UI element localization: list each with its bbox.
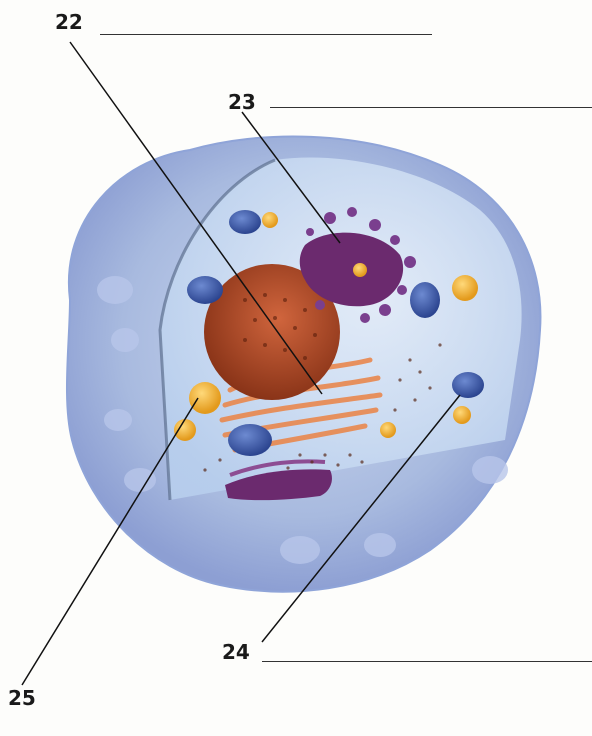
answer-blank-22[interactable] [100, 34, 432, 35]
answer-blank-23[interactable] [270, 107, 592, 108]
small-lysosome [353, 263, 367, 277]
label-22: 22 [55, 12, 83, 32]
label-23: 23 [228, 92, 256, 112]
answer-blank-24[interactable] [262, 661, 592, 662]
label-24: 24 [222, 642, 250, 662]
label-25: 25 [8, 688, 36, 708]
